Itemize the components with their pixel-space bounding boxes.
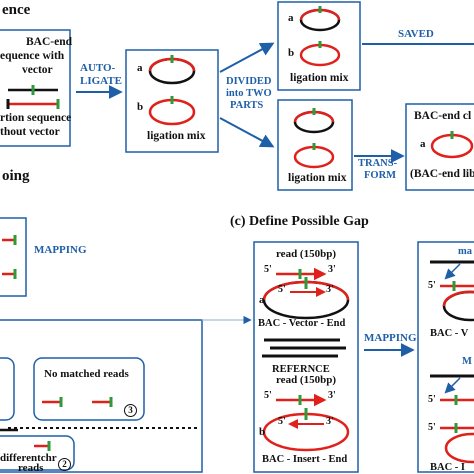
right-ma-mid: M bbox=[462, 356, 472, 367]
ligation-mix-box-top bbox=[277, 1, 361, 91]
mapping-label-mid: MAPPING bbox=[364, 332, 417, 344]
no-matched-panel bbox=[33, 357, 145, 421]
five-prime-a: 5' bbox=[264, 264, 272, 275]
box1-line3: vector bbox=[22, 64, 53, 76]
right-result-box bbox=[417, 241, 474, 473]
ligation-mix-box-bottom bbox=[277, 99, 353, 191]
divided-label-1: DIVIDED bbox=[226, 76, 272, 87]
box2-label-b: b bbox=[137, 101, 144, 113]
box1-line5: thout vector bbox=[0, 126, 60, 138]
results-box bbox=[0, 319, 203, 473]
right-circle-2 bbox=[444, 432, 474, 464]
three-prime-b2: 3' bbox=[326, 416, 334, 427]
mapping-label-left: MAPPING bbox=[34, 244, 87, 256]
box5-label-a: a bbox=[420, 138, 426, 150]
different-chr-label: differentchr bbox=[0, 452, 57, 464]
three-prime-a: 3' bbox=[328, 264, 336, 275]
right-five-2: 5' bbox=[428, 394, 436, 405]
bac-end-library-box bbox=[405, 103, 474, 191]
right-blue-arrow-1 bbox=[444, 263, 461, 280]
five-prime-a2: 5' bbox=[278, 284, 286, 295]
transform-label-1: TRANS- bbox=[358, 158, 398, 169]
divided-label-2: into TWO bbox=[226, 88, 272, 99]
divide-arrow-up bbox=[219, 42, 275, 73]
box2-caption: ligation mix bbox=[147, 130, 206, 142]
auto-ligate-label-2: LIGATE bbox=[80, 75, 122, 87]
right-arc-1 bbox=[442, 290, 474, 307]
section-title-top: ence bbox=[2, 2, 31, 18]
box1-line4: rtion sequence bbox=[0, 112, 72, 124]
read-a-label: read (150bp) bbox=[276, 248, 336, 260]
right-five-3: 5' bbox=[428, 422, 436, 433]
ligation-mix-box bbox=[125, 49, 219, 153]
gap-label-b: b bbox=[259, 426, 266, 438]
three-prime-a2: 3' bbox=[326, 284, 334, 295]
box5-line1: BAC-end cl bbox=[414, 110, 472, 122]
transform-label-2: FORM bbox=[364, 170, 397, 181]
box3-label-a: a bbox=[288, 12, 294, 24]
five-prime-b2: 5' bbox=[278, 416, 286, 427]
define-gap-box bbox=[253, 241, 359, 473]
box5-line2: (BAC-end lib bbox=[410, 168, 474, 180]
badge-3: 3 bbox=[124, 404, 137, 417]
vector-end-label: BAC - Vector - End bbox=[258, 318, 346, 329]
auto-ligate-label-1: AUTO- bbox=[80, 62, 116, 74]
left-partial-panel bbox=[0, 357, 15, 421]
box2-label-a: a bbox=[137, 62, 143, 74]
reads-label: reads bbox=[18, 462, 44, 474]
right-bac-i: BAC - I bbox=[430, 462, 466, 473]
insert-end-label: BAC - Insert - End bbox=[262, 454, 348, 465]
box3-label-b: b bbox=[288, 47, 295, 59]
section-title-bottom-left: oing bbox=[2, 168, 30, 184]
reference-label: REFERNCE bbox=[272, 364, 330, 375]
box1-line1: BAC-end bbox=[26, 36, 73, 48]
different-chr-panel bbox=[0, 435, 75, 471]
divided-label-3: PARTS bbox=[230, 100, 264, 111]
box3-caption: ligation mix bbox=[290, 72, 349, 84]
box4-caption: ligation mix bbox=[288, 172, 347, 184]
input-box bbox=[0, 29, 71, 147]
three-prime-b: 3' bbox=[328, 390, 336, 401]
no-matched-label: No matched reads bbox=[44, 368, 129, 380]
right-circle-1 bbox=[442, 290, 474, 322]
badge-2: 2 bbox=[58, 458, 71, 471]
mapping-box-left bbox=[0, 217, 27, 297]
five-prime-b: 5' bbox=[264, 390, 272, 401]
right-blue-arrow-2 bbox=[444, 377, 461, 394]
section-title-define-gap: (c) Define Possible Gap bbox=[230, 214, 369, 229]
read-b-label: read (150bp) bbox=[276, 374, 336, 386]
right-ma-top: ma bbox=[458, 246, 472, 257]
right-bac-v: BAC - V bbox=[430, 328, 469, 339]
box1-line2: equence with bbox=[0, 50, 65, 62]
gap-label-a: a bbox=[259, 294, 265, 306]
divide-arrow-down bbox=[219, 117, 275, 148]
saved-label: SAVED bbox=[398, 28, 434, 40]
right-five-1: 5' bbox=[428, 280, 436, 291]
